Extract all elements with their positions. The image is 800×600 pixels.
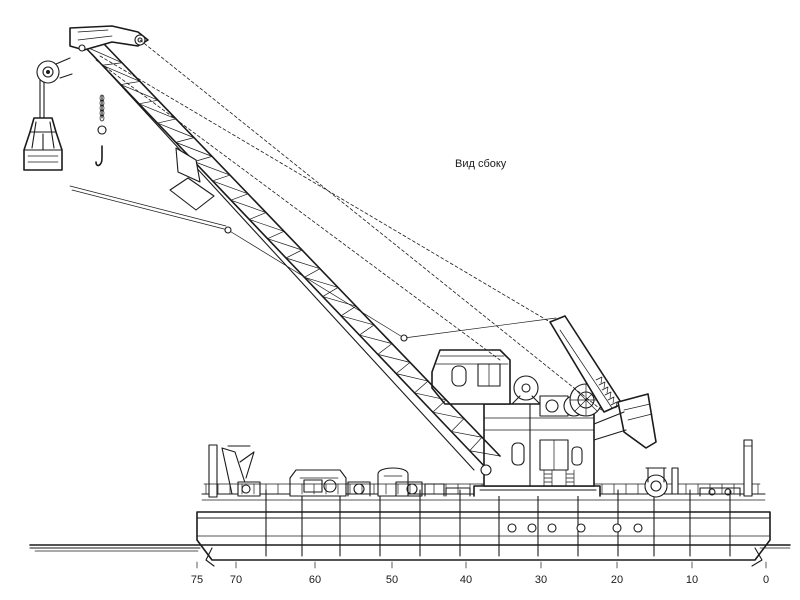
boom-brace-diagonal bbox=[322, 296, 357, 307]
boom-brace-diagonal bbox=[157, 122, 195, 138]
crane-boom bbox=[83, 43, 501, 476]
boom-brace-strut bbox=[395, 362, 411, 374]
grab-bucket bbox=[23, 57, 73, 171]
boom-brace-strut bbox=[267, 230, 285, 240]
boom-brace-strut bbox=[175, 137, 195, 143]
boom-brace-strut bbox=[359, 324, 375, 336]
boom-brace-diagonal bbox=[102, 64, 141, 82]
chain-link bbox=[99, 94, 105, 102]
ratchet-tooth bbox=[604, 391, 612, 399]
boom-brace-strut bbox=[432, 399, 447, 413]
boom-brace-diagonal bbox=[193, 161, 231, 176]
chain-link bbox=[99, 99, 105, 107]
barge-hull bbox=[196, 489, 771, 567]
boom-brace-strut bbox=[248, 212, 267, 220]
boom-brace-diagonal bbox=[248, 219, 285, 232]
boom-brace-strut bbox=[138, 99, 159, 105]
boom-brace-diagonal bbox=[267, 238, 303, 251]
boom-brace-strut bbox=[120, 81, 141, 85]
boom-brace-diagonal bbox=[212, 180, 249, 195]
boom-head bbox=[69, 25, 149, 52]
portholes bbox=[507, 523, 643, 533]
ratchet-tooth bbox=[595, 376, 603, 384]
boom-brace-diagonal bbox=[138, 103, 177, 120]
boom-brace-diagonal bbox=[340, 315, 375, 326]
rigging-ropes bbox=[69, 39, 605, 413]
water-surface bbox=[29, 544, 791, 552]
frame-label-0: 0 bbox=[763, 574, 769, 586]
crane-cab bbox=[431, 349, 603, 497]
frame-label-10: 10 bbox=[686, 574, 698, 586]
chain-link bbox=[99, 104, 105, 112]
boom-brace-diagonal bbox=[432, 411, 465, 419]
frame-label-75: 75 bbox=[191, 574, 203, 586]
boom-brace-diagonal bbox=[377, 354, 411, 363]
boom-brace-strut bbox=[157, 118, 177, 124]
boom-brace-diagonal bbox=[230, 199, 267, 213]
boom-brace-diagonal bbox=[359, 334, 393, 344]
boom-brace-diagonal bbox=[120, 84, 159, 101]
boom-brace-strut bbox=[285, 249, 303, 259]
frame-label-60: 60 bbox=[309, 574, 321, 586]
ratchet-tooth bbox=[610, 401, 618, 409]
boom-brace-diagonal bbox=[450, 431, 483, 438]
boom-brace-strut bbox=[340, 305, 357, 317]
boom-brace-strut bbox=[102, 62, 123, 66]
boom-brace-strut bbox=[377, 343, 393, 355]
chain-link bbox=[99, 109, 105, 117]
boom-brace-diagonal bbox=[304, 276, 339, 288]
frame-number-scale: 75 70 60 50 40 30 20 10 0 bbox=[191, 561, 769, 586]
ratchet-tooth bbox=[598, 381, 606, 389]
boom-brace-strut bbox=[230, 193, 249, 201]
boom-brace-strut bbox=[193, 156, 213, 162]
ratchet-tooth bbox=[601, 386, 609, 394]
frame-label-20: 20 bbox=[611, 574, 623, 586]
frame-label-50: 50 bbox=[386, 574, 398, 586]
frame-label-30: 30 bbox=[535, 574, 547, 586]
forward-deck-equipment bbox=[644, 439, 753, 498]
boom-brace-diagonal bbox=[395, 373, 429, 382]
boom-brace-diagonal bbox=[469, 450, 501, 457]
boom-brace-strut bbox=[304, 268, 321, 278]
frame-label-70: 70 bbox=[230, 574, 242, 586]
hook-block bbox=[95, 94, 107, 167]
chain-link bbox=[99, 114, 105, 122]
boom-brace-diagonal bbox=[414, 392, 447, 401]
boom-brace-strut bbox=[322, 287, 339, 297]
boom-brace-diagonal bbox=[285, 257, 321, 270]
view-caption: Вид сбоку bbox=[455, 158, 507, 170]
boom-brace-strut bbox=[450, 418, 465, 432]
ratchet-tooth bbox=[607, 396, 615, 404]
boom-brace-diagonal bbox=[175, 142, 213, 157]
deck-machinery bbox=[208, 444, 471, 498]
boom-brace-strut bbox=[469, 436, 483, 452]
boom-brace-strut bbox=[212, 174, 231, 182]
counterweight-gantry bbox=[549, 315, 657, 449]
frame-label-40: 40 bbox=[460, 574, 472, 586]
boom-brace-strut bbox=[414, 380, 429, 394]
